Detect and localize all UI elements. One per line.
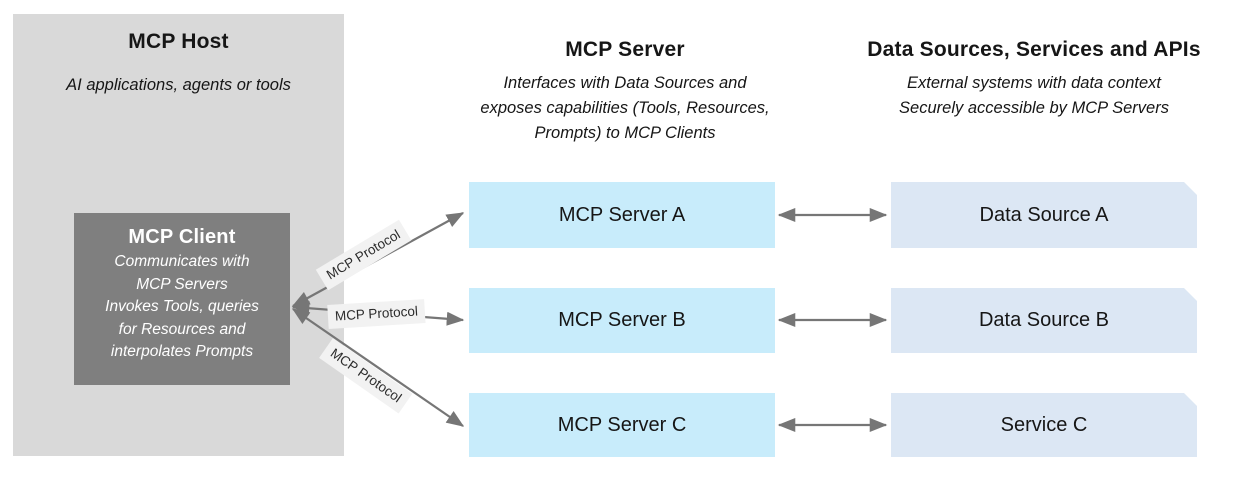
mcp-server-b-box[interactable]: MCP Server B	[469, 288, 775, 353]
data-source-b-box[interactable]: Data Source B	[891, 288, 1197, 353]
data-sources-column-header: Data Sources, Services and APIs External…	[846, 38, 1222, 121]
data-sources-subtitle-line-2: Securely accessible by MCP Servers	[899, 99, 1169, 117]
mcp-server-column-header: MCP Server Interfaces with Data Sources …	[455, 38, 795, 146]
mcp-server-subtitle-line-1: Interfaces with Data Sources and	[503, 74, 747, 92]
mcp-server-c-box[interactable]: MCP Server C	[469, 393, 775, 457]
mcp-server-subtitle-line-3: Prompts) to MCP Clients	[534, 124, 716, 142]
mcp-server-subtitle-line-2: exposes capabilities (Tools, Resources,	[480, 99, 770, 117]
mcp-host-subtitle: AI applications, agents or tools	[66, 76, 291, 94]
data-sources-column-subtitle: External systems with data context Secur…	[846, 71, 1222, 121]
data-source-b-label: Data Source B	[978, 309, 1110, 331]
service-c-label: Service C	[1000, 413, 1088, 436]
mcp-client-desc-line-5: interpolates Prompts	[110, 343, 254, 360]
mcp-server-b-label: MCP Server B	[558, 309, 686, 331]
mcp-server-column-subtitle: Interfaces with Data Sources and exposes…	[455, 71, 795, 146]
mcp-client-description: Communicates with MCP Servers Invokes To…	[74, 251, 290, 364]
mcp-client-desc-line-3: Invokes Tools, queries	[105, 298, 259, 315]
mcp-client-title: MCP Client	[128, 226, 236, 248]
data-sources-subtitle-line-1: External systems with data context	[906, 74, 1162, 92]
mcp-server-a-box[interactable]: MCP Server A	[469, 182, 775, 248]
mcp-client-desc-line-1: Communicates with	[114, 253, 250, 270]
service-c-box[interactable]: Service C	[891, 393, 1197, 457]
data-sources-column-title: Data Sources, Services and APIs	[867, 38, 1201, 61]
mcp-server-column-title: MCP Server	[565, 38, 685, 61]
data-source-a-box[interactable]: Data Source A	[891, 182, 1197, 248]
mcp-server-a-label: MCP Server A	[558, 203, 686, 226]
mcp-server-c-label: MCP Server C	[557, 413, 687, 436]
mcp-host-title: MCP Host	[128, 30, 229, 53]
mcp-protocol-label-b: MCP Protocol	[327, 299, 426, 329]
mcp-client-desc-line-2: MCP Servers	[136, 275, 228, 293]
mcp-client-box[interactable]: MCP Client Communicates with MCP Servers…	[74, 213, 290, 385]
mcp-client-desc-line-4: for Resources and	[118, 320, 246, 338]
data-source-a-label: Data Source A	[979, 203, 1109, 226]
